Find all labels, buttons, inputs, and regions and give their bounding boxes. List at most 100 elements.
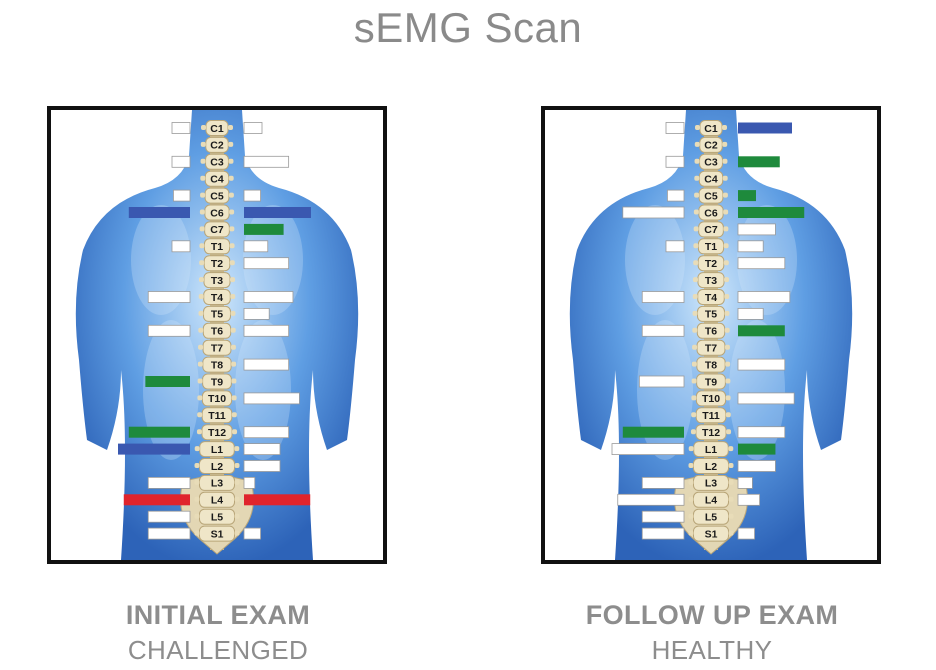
vertebra-process bbox=[198, 327, 204, 333]
emg-reading-bar-right bbox=[738, 190, 756, 202]
vertebra-process bbox=[197, 361, 203, 367]
vertebra-process bbox=[725, 412, 731, 418]
emg-reading-bar-right bbox=[243, 240, 269, 253]
vertebra-label: S1 bbox=[705, 528, 718, 540]
vertebra-process bbox=[194, 479, 200, 485]
vertebra-process bbox=[722, 192, 728, 198]
emg-reading-bar-left bbox=[617, 493, 685, 506]
vertebra-process bbox=[231, 395, 237, 401]
emg-reading-bar-right bbox=[243, 307, 270, 320]
vertebra bbox=[695, 424, 727, 441]
vertebra-label: L5 bbox=[705, 512, 717, 524]
initial-exam-status: CHALLENGED bbox=[127, 635, 309, 665]
vertebra-process bbox=[724, 344, 730, 350]
vertebra-process bbox=[688, 463, 694, 468]
emg-reading-bar-right bbox=[243, 291, 294, 303]
vertebra-label: T7 bbox=[211, 343, 223, 355]
vertebra-label: T8 bbox=[211, 359, 223, 371]
vertebra-process bbox=[234, 530, 240, 536]
vertebra-label: T6 bbox=[211, 326, 223, 338]
emg-reading-bar-right bbox=[243, 122, 263, 134]
vertebra-process bbox=[197, 412, 203, 418]
emg-reading-bar-right bbox=[738, 122, 792, 134]
vertebra-process bbox=[728, 496, 734, 502]
emg-reading-bar-left bbox=[147, 324, 191, 337]
vertebra-process bbox=[230, 277, 236, 283]
vertebra-process bbox=[194, 496, 200, 502]
vertebra-process bbox=[725, 395, 731, 401]
vertebra bbox=[695, 390, 727, 407]
vertebra-process bbox=[725, 378, 731, 384]
vertebra-process bbox=[725, 361, 731, 367]
vertebra-label: C1 bbox=[704, 123, 718, 135]
vertebra-process bbox=[688, 479, 694, 485]
vertebra-process bbox=[199, 260, 205, 266]
vertebra-process bbox=[692, 294, 698, 299]
vertebra-label: T7 bbox=[705, 343, 717, 355]
vertebra-process bbox=[234, 496, 240, 502]
vertebra-process bbox=[231, 361, 237, 367]
emg-reading-bar-left bbox=[665, 240, 685, 253]
vertebra-label: L2 bbox=[211, 461, 223, 473]
vertebra-process bbox=[693, 243, 699, 249]
vertebra-label: T10 bbox=[208, 393, 226, 405]
emg-reading-bar-left bbox=[128, 426, 190, 438]
vertebra-process bbox=[228, 125, 233, 130]
vertebra-label: C7 bbox=[210, 224, 224, 236]
vertebra-process bbox=[723, 209, 729, 215]
emg-reading-bar-right bbox=[737, 426, 786, 439]
emg-reading-bar-left bbox=[638, 375, 685, 388]
emg-reading-bar-left bbox=[641, 510, 685, 523]
vertebra-process bbox=[695, 125, 700, 130]
vertebra-process bbox=[728, 530, 734, 536]
vertebra-label: T2 bbox=[211, 258, 223, 270]
vertebra-label: T11 bbox=[702, 410, 720, 422]
emg-reading-bar-right bbox=[738, 156, 780, 168]
follow-up-exam-scan: C1C2C3C4C5C6C7T1T2T3T4T5T6T7T8T9T10T11T1… bbox=[569, 110, 853, 560]
vertebra-label: T8 bbox=[705, 359, 717, 371]
emg-reading-bar-right bbox=[737, 392, 795, 405]
vertebra-label: T5 bbox=[211, 309, 223, 321]
vertebra-process bbox=[234, 513, 240, 519]
vertebra-process bbox=[688, 496, 694, 502]
emg-reading-bar-left bbox=[665, 155, 685, 168]
vertebra-process bbox=[692, 344, 698, 350]
emg-reading-bar-left bbox=[641, 291, 685, 303]
vertebra-process bbox=[694, 141, 700, 147]
vertebra-label: T10 bbox=[702, 393, 720, 405]
emg-reading-bar-right bbox=[737, 460, 776, 472]
emg-reading-bar-right bbox=[737, 358, 786, 371]
vertebra-label: C6 bbox=[210, 207, 224, 219]
vertebra-process bbox=[234, 463, 240, 468]
emg-reading-bar-left bbox=[622, 426, 684, 438]
vertebra-process bbox=[693, 260, 699, 266]
emg-reading-bar-right bbox=[243, 358, 290, 371]
vertebra-process bbox=[728, 463, 734, 468]
emg-reading-bar-left bbox=[171, 155, 191, 168]
vertebra-process bbox=[728, 479, 734, 485]
vertebra-process bbox=[200, 192, 206, 198]
emg-reading-bar-right bbox=[737, 527, 755, 540]
muscle-highlight bbox=[235, 320, 291, 460]
vertebra bbox=[697, 305, 725, 322]
muscle-highlight bbox=[729, 320, 785, 460]
vertebra-process bbox=[691, 361, 697, 367]
vertebra-label: T1 bbox=[705, 241, 717, 253]
emg-reading-bar-left bbox=[641, 527, 685, 540]
vertebra-process bbox=[194, 446, 200, 452]
emg-reading-bar-right bbox=[243, 476, 256, 489]
vertebra-label: C4 bbox=[210, 174, 224, 186]
vertebra-process bbox=[231, 378, 237, 384]
emg-reading-bar-right bbox=[243, 392, 300, 405]
emg-reading-bar-right bbox=[244, 223, 284, 235]
emg-reading-bar-left bbox=[611, 443, 685, 456]
emg-reading-bar-left bbox=[641, 324, 685, 337]
vertebra-label: C4 bbox=[704, 174, 718, 186]
vertebra-process bbox=[688, 446, 694, 452]
vertebra-label: C6 bbox=[704, 207, 718, 219]
vertebra-process bbox=[194, 463, 200, 468]
initial-exam-scan: C1C2C3C4C5C6C7T1T2T3T4T5T6T7T8T9T10T11T1… bbox=[75, 110, 359, 560]
vertebra bbox=[699, 136, 723, 153]
vertebra-label: C7 bbox=[704, 224, 718, 236]
vertebra-label: T4 bbox=[211, 292, 223, 304]
